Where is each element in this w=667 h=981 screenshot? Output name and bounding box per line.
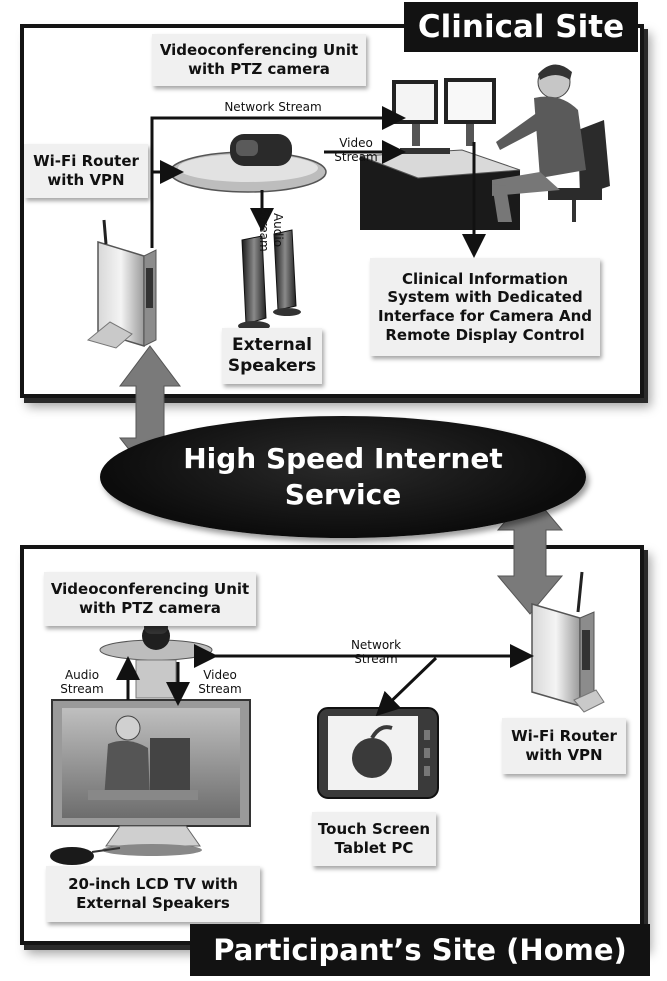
clinical-router-label: Wi-Fi Router with VPN — [24, 144, 148, 198]
clinical-speakers-device — [238, 229, 301, 331]
internet-service-cloud: High Speed Internet Service — [100, 416, 586, 538]
clinical-speakers-label: External Speakers — [222, 328, 322, 384]
clinical-site-title: Clinical Site — [404, 2, 638, 52]
participant-tv-label: 20-inch LCD TV with External Speakers — [46, 866, 260, 922]
clinical-information-system-label: Clinical Information System with Dedicat… — [370, 258, 600, 356]
clinical-video-stream-label: Video Stream — [334, 136, 378, 164]
participant-router-device — [531, 571, 605, 713]
participant-tablet-label: Touch Screen Tablet PC — [312, 812, 436, 866]
clinical-vc-unit-label: Videoconferencing Unit with PTZ camera — [152, 34, 366, 86]
clinical-audio-stream-label: Audio Stream — [257, 208, 285, 252]
participant-site-title: Participant’s Site (Home) — [190, 924, 650, 976]
clinician-workstation-illustration — [359, 64, 610, 230]
participant-internet-link-arrow — [496, 491, 564, 615]
participant-network-stream-label: Network Stream — [350, 638, 402, 666]
participant-tablet-device — [317, 707, 439, 799]
participant-tv-device — [50, 699, 251, 865]
clinical-vc-unit-device — [169, 134, 327, 193]
tablet-link-arrow — [375, 656, 438, 717]
participant-video-stream-label: Video Stream — [198, 668, 242, 696]
clinical-network-stream-label: Network Stream — [224, 100, 322, 114]
participant-audio-stream-label: Audio Stream — [60, 668, 104, 696]
clinical-network-stream-arrow — [150, 106, 406, 248]
participant-router-label: Wi-Fi Router with VPN — [502, 718, 626, 774]
clinical-router-device — [86, 219, 157, 349]
participant-vc-unit-label: Videoconferencing Unit with PTZ camera — [44, 572, 256, 626]
